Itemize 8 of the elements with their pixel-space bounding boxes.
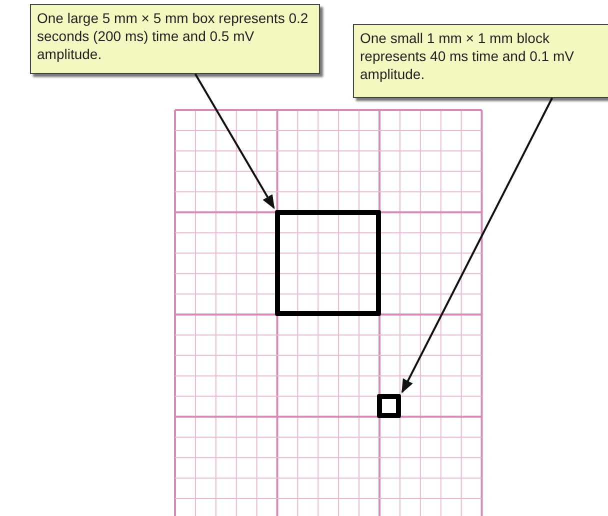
- callout-box: [353, 24, 608, 98]
- callout-text: One small 1 mm × 1 mm block represents 40 ms time and 0.1 mV amplitude.: [360, 29, 575, 83]
- arrow: [194, 74, 275, 210]
- arrow: [401, 98, 554, 394]
- highlight-square: [377, 394, 401, 418]
- callout-text: One large 5 mm × 5 mm box represents 0.2 seconds (200 ms) time and 0.5 mV amplitude.: [37, 9, 310, 63]
- callout-box: [30, 4, 320, 74]
- highlight-square: [275, 210, 381, 316]
